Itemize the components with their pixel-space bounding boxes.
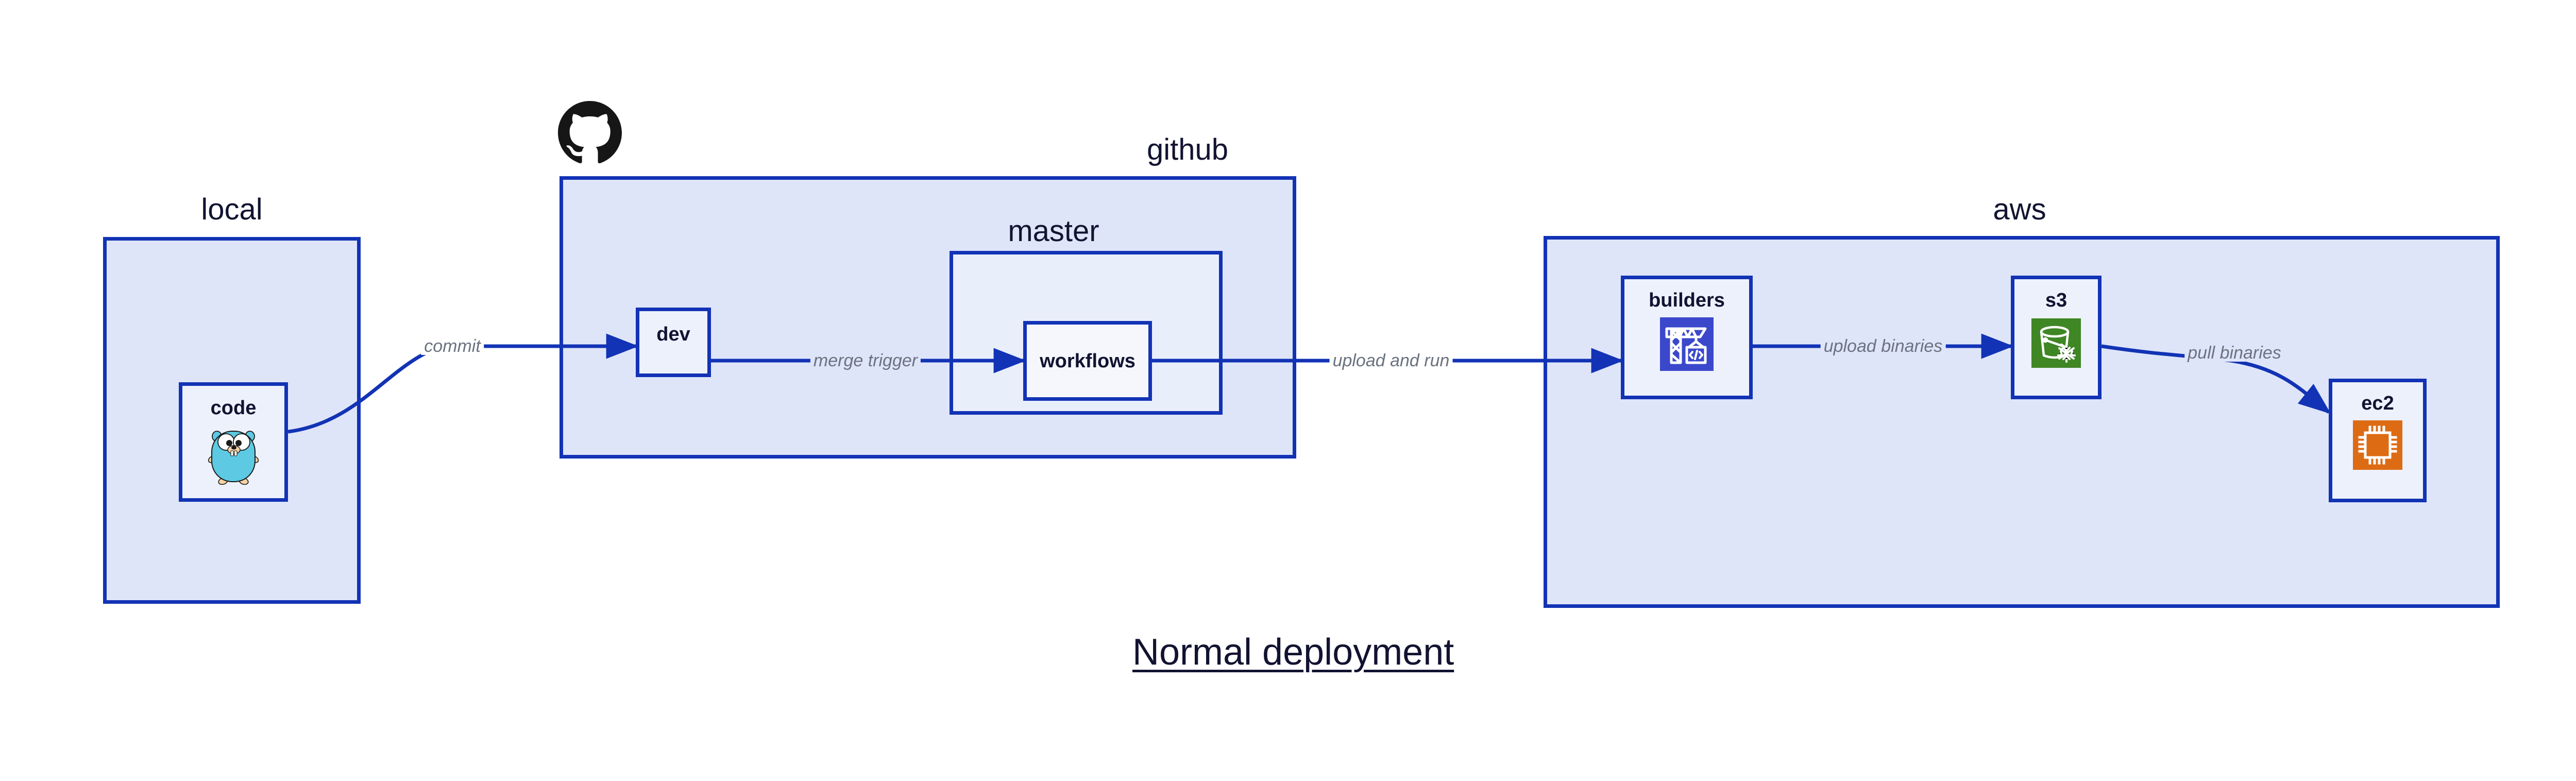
group-caption-github: github [1146,133,1229,166]
group-caption-local: local [201,193,263,226]
node-dev[interactable]: dev [636,308,711,377]
aws-ec2-chip-icon [2353,420,2402,470]
go-gopher-icon [206,425,261,486]
edge-label-commit: commit [421,337,484,355]
group-caption-master: master [1008,214,1099,248]
figure-title: Normal deployment [1132,632,1454,673]
node-workflows[interactable]: workflows [1023,321,1152,401]
node-ec2[interactable]: ec2 [2329,379,2427,502]
node-title-ec2: ec2 [2361,393,2394,414]
node-title-dev: dev [656,324,690,345]
node-title-builders: builders [1649,290,1725,311]
node-title-code: code [210,397,257,419]
node-builders[interactable]: builders [1621,276,1753,399]
node-code[interactable]: code [179,382,288,502]
edge-label-merge-trigger: merge trigger [810,352,921,369]
node-s3[interactable]: s3 [2011,276,2102,399]
edge-label-upload-binaries: upload binaries [1820,337,1946,355]
aws-codebuild-icon [1660,317,1714,371]
group-caption-aws: aws [1993,193,2046,226]
node-title-s3: s3 [2045,290,2067,311]
aws-s3-glacier-icon [2031,318,2081,368]
github-octocat-logo [558,101,622,165]
edge-label-pull-binaries: pull binaries [2184,344,2284,362]
edge-label-upload-and-run: upload and run [1329,352,1453,369]
node-title-workflows: workflows [1040,350,1136,372]
